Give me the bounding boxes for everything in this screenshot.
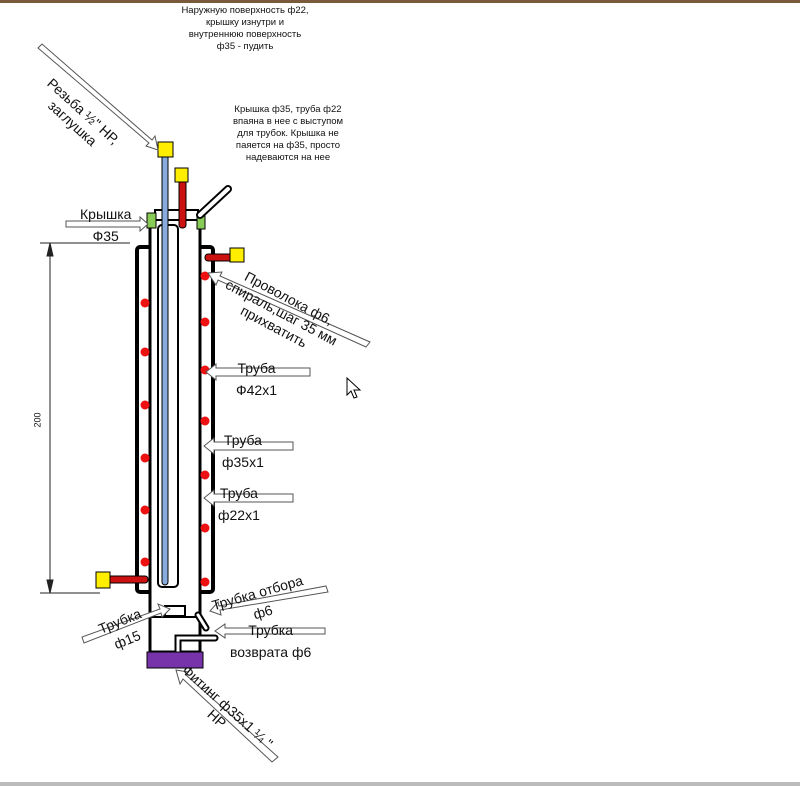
top-border — [0, 0, 800, 3]
label-cap-line1: Крышка — [80, 206, 132, 222]
label-pipe35: Труба ф35х1 — [222, 432, 264, 470]
vertical-red-tube — [178, 179, 187, 229]
lower-side-plug — [95, 571, 111, 589]
label-return-line2: возврата ф6 — [230, 644, 312, 660]
label-pipe22-line1: Труба — [219, 485, 258, 501]
label-pipe35-line1: Труба — [223, 432, 262, 448]
upper-side-plug — [229, 247, 245, 263]
lower-side-rod — [107, 575, 149, 584]
bottom-border — [0, 782, 800, 786]
spiral-wire-dots — [140, 271, 210, 587]
callout-arrows — [37, 43, 371, 763]
label-pipe42: Труба Ф42х1 — [236, 360, 277, 398]
label-return: Трубка возврата ф6 — [230, 622, 311, 660]
top-plug — [157, 141, 174, 158]
red-tube-plug — [174, 167, 189, 183]
note-tinning: Наружную поверхность ф22, крышку изнутри… — [181, 5, 309, 52]
cap — [154, 209, 199, 221]
label-pipe42-line1: Труба — [237, 360, 276, 376]
upper-side-rod — [204, 253, 234, 262]
inner-rod — [161, 154, 169, 586]
dimension-value: 200 — [32, 412, 43, 428]
label-return-line1: Трубка — [248, 622, 294, 638]
label-pipe42-line2: Ф42х1 — [236, 382, 278, 398]
label-pipe35-line2: ф35х1 — [222, 454, 264, 470]
dimension-line — [40, 242, 130, 594]
label-pipe22-line2: ф22х1 — [218, 507, 260, 523]
label-pipe22: Труба ф22х1 — [218, 485, 260, 523]
label-cap: Крышка Ф35 — [80, 206, 131, 244]
mouse-cursor-icon — [346, 376, 362, 399]
fitting — [146, 651, 204, 669]
note-cap: Крышка ф35, труба ф22 впаяна в нее с выс… — [232, 104, 344, 163]
cap-seal-left — [146, 212, 157, 229]
label-cap-line2: Ф35 — [92, 228, 119, 244]
